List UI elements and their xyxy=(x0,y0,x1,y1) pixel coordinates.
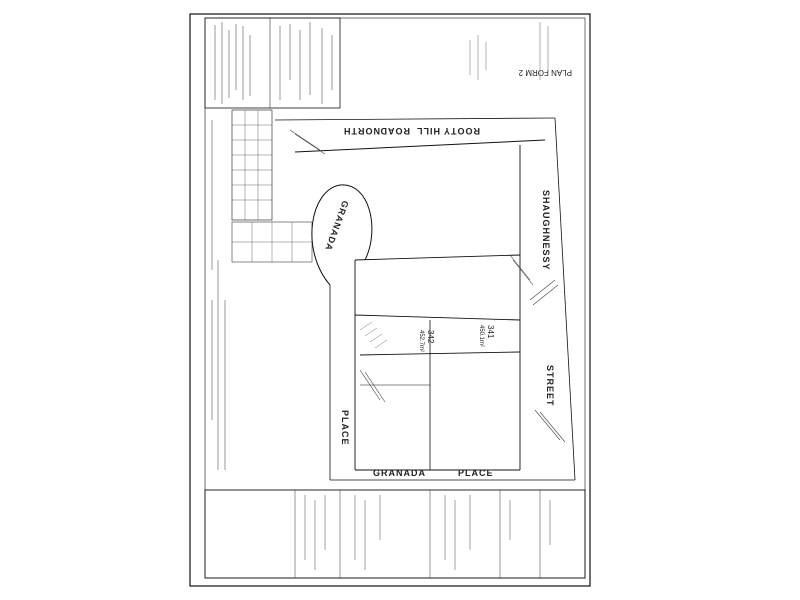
lot-line-2 xyxy=(354,314,521,321)
lot-label-341: 341 xyxy=(486,325,495,339)
title-block-lines xyxy=(469,22,549,80)
place-south-label-1: GRANADA xyxy=(373,468,426,478)
form-title: PLAN FORM 2 xyxy=(518,68,572,77)
easement-hatching xyxy=(359,321,388,349)
place-south-label-2: PLACE xyxy=(458,468,494,478)
cul-de-sac-label: GRANADA xyxy=(323,199,351,252)
title-block-text-lines xyxy=(304,495,551,570)
street-east-kerb xyxy=(554,117,576,481)
title-block xyxy=(204,489,586,579)
lot-line-3 xyxy=(359,351,521,356)
road-north-label-4: NORTH xyxy=(343,126,380,136)
sheet-border xyxy=(189,13,591,587)
cul-de-sac xyxy=(311,184,373,286)
schedule-table xyxy=(231,109,273,221)
corner-annotations xyxy=(289,129,566,443)
schedule-grid xyxy=(232,110,272,220)
road-north-label-3: ROAD xyxy=(380,126,411,136)
road-north-kerb xyxy=(294,139,546,153)
place-west-label: PLACE xyxy=(340,410,350,446)
road-north-boundary xyxy=(274,117,556,121)
notes-text-lines xyxy=(214,22,333,104)
area-table-grid xyxy=(232,222,312,262)
lot-line-1 xyxy=(354,254,521,261)
lot-area-341: 450.1m² xyxy=(478,325,484,347)
road-north-label-1: ROOTY xyxy=(443,126,480,136)
road-north-label-2: HILL xyxy=(416,126,440,136)
notes-panel xyxy=(204,17,341,109)
lot-label-342: 342 xyxy=(426,330,435,344)
street-east-label-1: SHAUGHNESSY xyxy=(541,190,551,271)
inner-frame xyxy=(204,17,586,579)
title-block-grid xyxy=(294,490,541,578)
lot-area-342: 452.7m² xyxy=(418,330,424,352)
street-east-label-2: STREET xyxy=(545,365,555,407)
left-margin-notes xyxy=(211,120,226,470)
